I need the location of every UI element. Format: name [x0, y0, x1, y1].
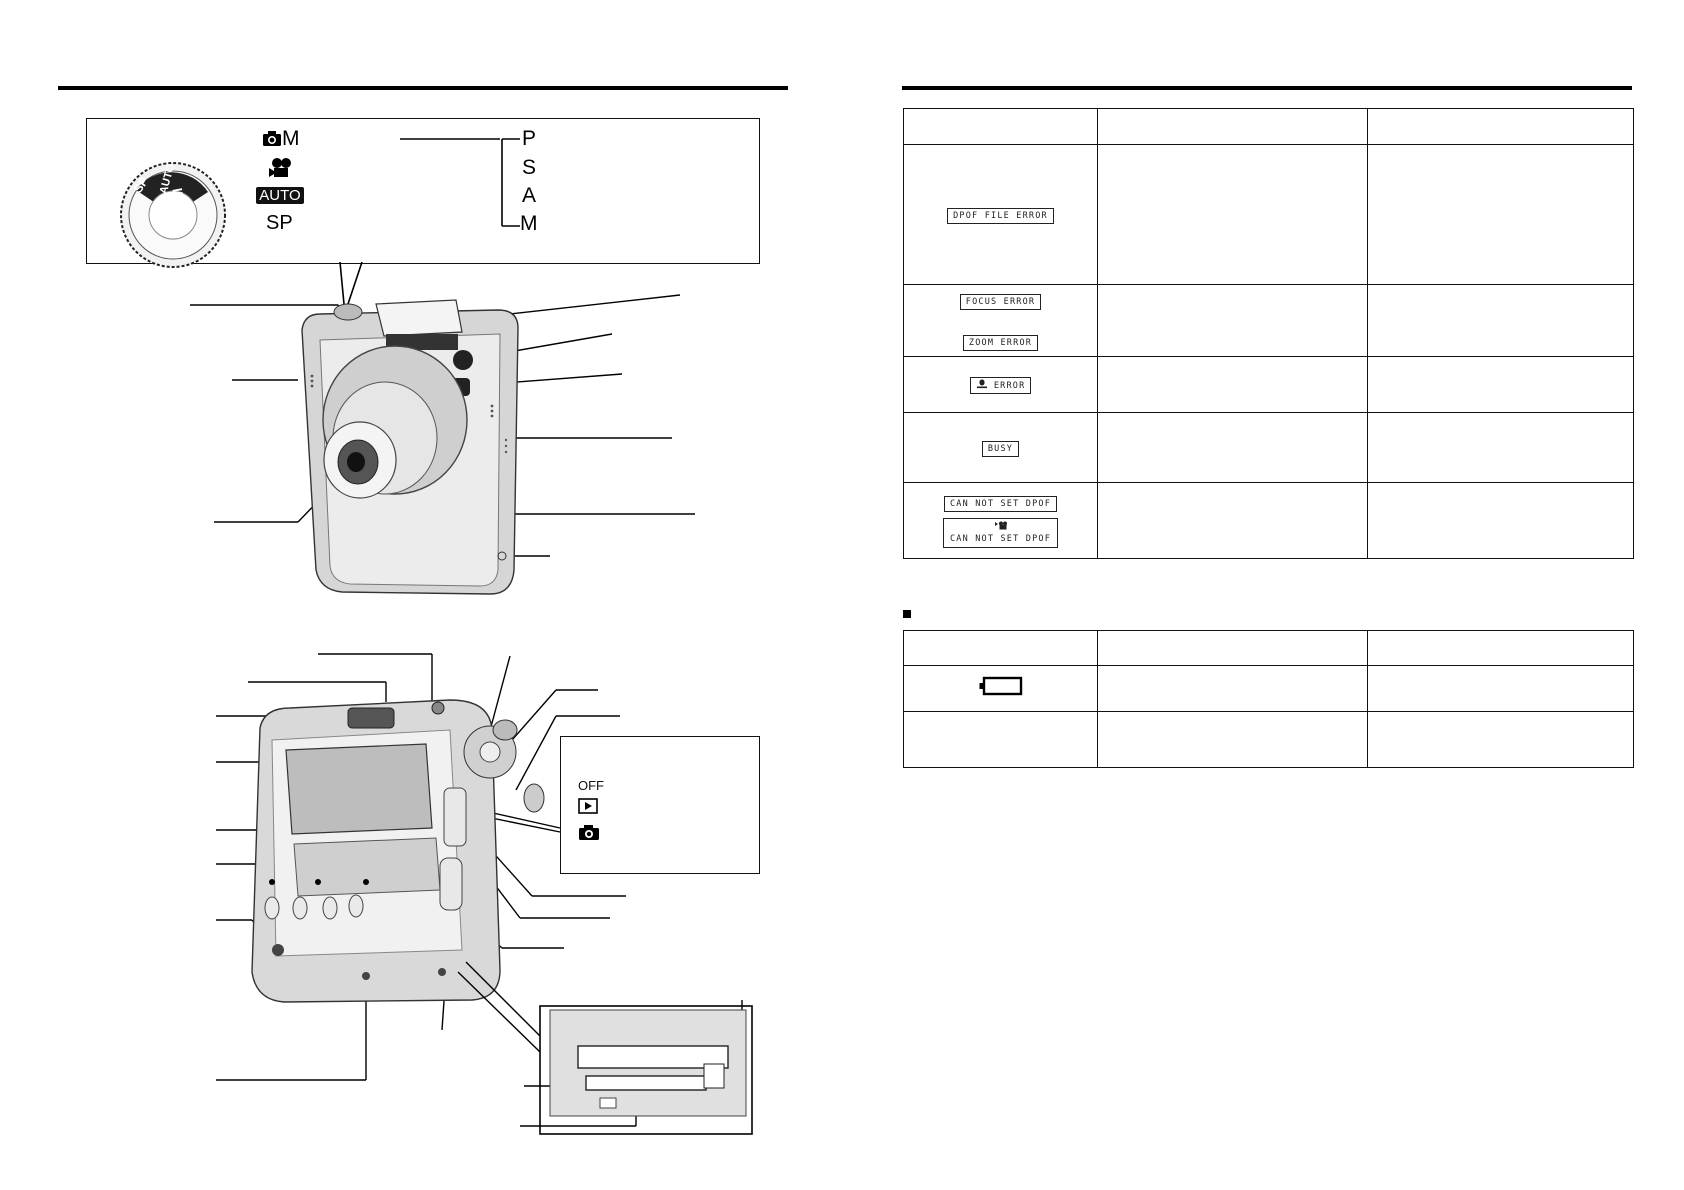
header-cell [903, 630, 1098, 666]
table-row: ERROR [903, 356, 1634, 413]
right-header-rule [902, 86, 1632, 90]
program-mode-label: P [522, 127, 537, 150]
table-row: CAN NOT SET DPOF CAN NOT SET DPOF [903, 482, 1634, 559]
section-bullet [903, 610, 911, 618]
header-cell [1367, 108, 1634, 145]
problem-cell [1097, 482, 1368, 559]
table-header-row [903, 630, 1634, 666]
remedy-cell [1367, 284, 1634, 357]
problem-cell [1097, 144, 1368, 285]
display-cell: FOCUS ERROR ZOOM ERROR [903, 284, 1098, 357]
camera-front-illustration [190, 294, 695, 595]
display-cell: ERROR [903, 356, 1098, 413]
scene-position-label: SP [266, 212, 293, 234]
microphone-icon [976, 379, 987, 389]
aperture-priority-label: A [522, 184, 537, 207]
manual-exposure-label: M [520, 212, 538, 235]
mode-bracket-lines [400, 138, 520, 227]
power-switch-callout-box [560, 736, 760, 874]
remedy-cell [1367, 412, 1634, 483]
problem-cell [1097, 665, 1368, 712]
display-cell [903, 665, 1098, 712]
movie-small-icon [994, 521, 1007, 530]
lcd-message: ZOOM ERROR [962, 334, 1039, 351]
playback-icon [578, 798, 598, 814]
remedy-cell [1367, 711, 1634, 768]
remedy-cell [1367, 665, 1634, 712]
header-cell [1097, 630, 1368, 666]
problem-cell [1097, 356, 1368, 413]
problem-cell [1097, 284, 1368, 357]
battery-warning-table [903, 630, 1634, 768]
left-header-rule [58, 86, 788, 90]
header-cell [903, 108, 1098, 145]
problem-cell [1097, 711, 1368, 768]
lcd-message: FOCUS ERROR [959, 293, 1042, 310]
mode-dial-illustration [120, 162, 226, 268]
error-message-table: DPOF FILE ERROR FOCUS ERROR ZOOM ERROR E… [903, 108, 1634, 559]
shooting-camera-icon [579, 825, 599, 840]
table-row: BUSY [903, 412, 1634, 483]
power-off-label: OFF [578, 778, 604, 793]
table-row [903, 711, 1634, 768]
problem-cell [1097, 412, 1368, 483]
display-cell: CAN NOT SET DPOF CAN NOT SET DPOF [903, 482, 1098, 559]
lcd-message: CAN NOT SET DPOF [943, 496, 1058, 512]
table-row [903, 665, 1634, 712]
lcd-message: DPOF FILE ERROR [947, 208, 1054, 224]
lcd-message: ERROR [969, 377, 1032, 394]
mode-dial-callout-box [86, 118, 760, 264]
table-header-row [903, 108, 1634, 145]
display-cell [903, 711, 1098, 768]
table-row: FOCUS ERROR ZOOM ERROR [903, 284, 1634, 357]
header-cell [1097, 108, 1368, 145]
movie-dpof-text: CAN NOT SET DPOF [949, 534, 1052, 544]
lcd-message-movie: CAN NOT SET DPOF [942, 518, 1059, 548]
camera-back-illustration [216, 653, 626, 1081]
header-cell [1367, 630, 1634, 666]
remedy-cell [1367, 482, 1634, 559]
battery-low-icon [979, 676, 1022, 696]
mic-error-text: ERROR [993, 381, 1026, 391]
lcd-message: BUSY [981, 441, 1020, 457]
dial-callout-pointer [339, 261, 363, 305]
display-cell: BUSY [903, 412, 1098, 483]
display-cell: DPOF FILE ERROR [903, 144, 1098, 285]
media-slot-inset [457, 961, 753, 1135]
auto-mode-badge: AUTO [256, 187, 304, 204]
movie-icon [269, 158, 291, 177]
camera-icon [263, 131, 281, 146]
manual-mode-label: M [282, 127, 300, 150]
remedy-cell [1367, 356, 1634, 413]
table-row: DPOF FILE ERROR [903, 144, 1634, 285]
shutter-priority-label: S [522, 156, 537, 179]
remedy-cell [1367, 144, 1634, 285]
